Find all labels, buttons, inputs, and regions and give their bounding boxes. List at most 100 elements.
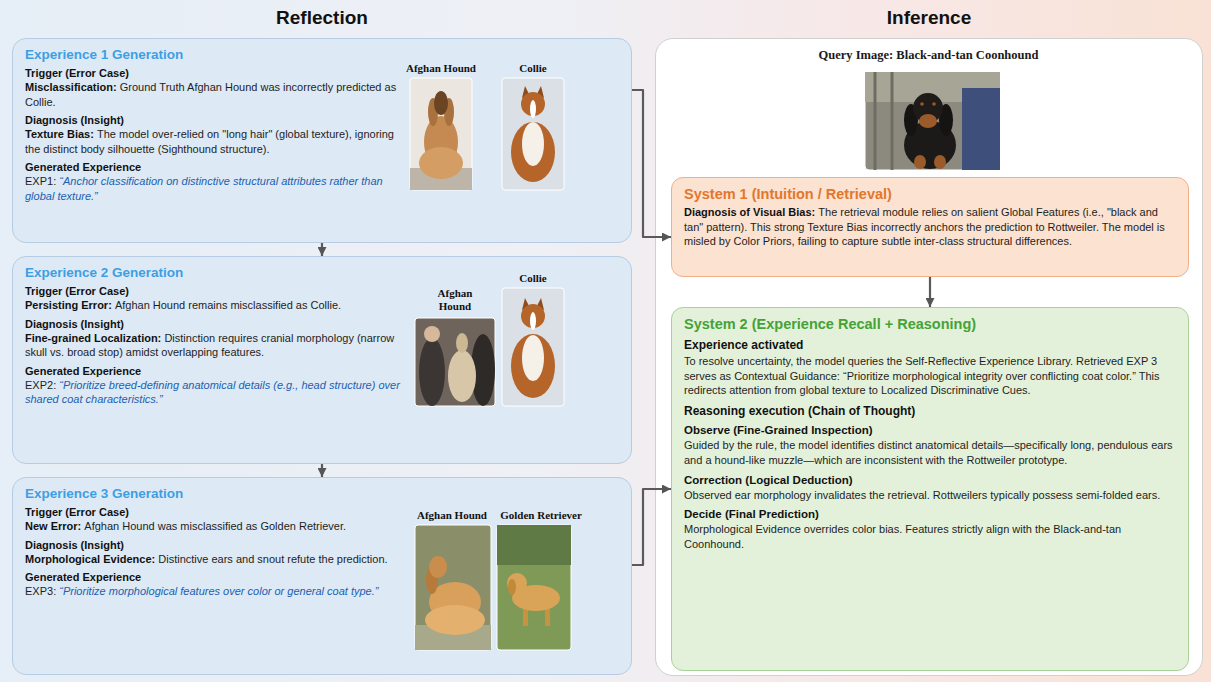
step-heading: Decide (Final Prediction) bbox=[684, 508, 1176, 520]
experience-tag: EXP3: bbox=[25, 585, 56, 597]
paragraph: New Error:Afghan Hound was misclassified… bbox=[25, 519, 409, 534]
dog-tan-patch bbox=[914, 155, 926, 169]
step-heading: Observe (Fine-Grained Inspection) bbox=[684, 424, 1176, 436]
bold-lead: Misclassification: bbox=[25, 81, 117, 93]
person bbox=[419, 338, 445, 406]
bold-lead: Morphological Evidence: bbox=[25, 553, 155, 565]
dog-tan-patch bbox=[934, 155, 946, 169]
text-column: Experience 1 GenerationTrigger (Error Ca… bbox=[25, 47, 409, 203]
dog-ear bbox=[508, 579, 516, 595]
connector-arrow bbox=[632, 90, 671, 237]
dog-head bbox=[521, 92, 545, 116]
paragraph: EXP3:“Prioritize morphological features … bbox=[25, 584, 409, 599]
dog-body bbox=[448, 350, 476, 402]
body-text: To resolve uncertainty, the model querie… bbox=[684, 354, 1176, 398]
panel-heading: System 2 (Experience Recall + Reasoning) bbox=[684, 316, 1176, 332]
dog-head bbox=[521, 304, 545, 328]
bold-lead: Fine-grained Localization: bbox=[25, 332, 161, 344]
dog-ear bbox=[522, 298, 530, 310]
connector-arrow bbox=[321, 243, 323, 256]
photo-trees bbox=[497, 525, 571, 565]
experience-rule: “Prioritize breed-defining anatomical de… bbox=[25, 379, 400, 406]
dog-head bbox=[507, 573, 527, 593]
body-text: Distinctive ears and snout refute the pr… bbox=[158, 553, 387, 565]
experience-tag: EXP1: bbox=[25, 175, 56, 187]
dog-chest bbox=[522, 122, 544, 166]
body-text: Morphological Evidence overrides color b… bbox=[684, 522, 1176, 551]
section-heading: Generated Experience bbox=[25, 365, 409, 377]
section-heading: Generated Experience bbox=[25, 161, 409, 173]
paragraph: Morphological Evidence:Distinctive ears … bbox=[25, 552, 409, 567]
text-column: System 2 (Experience Recall + Reasoning)… bbox=[684, 316, 1176, 552]
experience-panel: Experience 3 GenerationTrigger (Error Ca… bbox=[12, 477, 632, 675]
bold-lead: Diagnosis of Visual Bias: bbox=[684, 206, 815, 218]
section-heading: Trigger (Error Case) bbox=[25, 506, 409, 518]
panel-caption: Query Image: Black-and-tan Coonhound bbox=[656, 48, 1201, 63]
photo-floor bbox=[410, 168, 472, 190]
text-column: Experience 2 GenerationTrigger (Error Ca… bbox=[25, 265, 409, 407]
image-caption: Collie bbox=[498, 62, 568, 75]
body-text: Guided by the rule, the model identifies… bbox=[684, 438, 1176, 467]
image-caption: Afghan Hound bbox=[426, 287, 484, 313]
dog-ear bbox=[444, 98, 454, 126]
dog-coat bbox=[419, 147, 463, 179]
photo-fence bbox=[865, 72, 1000, 102]
dog-leg bbox=[523, 606, 528, 626]
image-caption: Afghan Hound bbox=[396, 62, 486, 75]
panel-heading: System 1 (Intuition / Retrieval) bbox=[684, 186, 1176, 202]
photo-background bbox=[502, 288, 564, 406]
paragraph: Persisting Error:Afghan Hound remains mi… bbox=[25, 298, 409, 313]
image-caption: Afghan Hound bbox=[412, 509, 492, 522]
photo-background bbox=[415, 318, 495, 406]
experience-panel: Experience 2 GenerationTrigger (Error Ca… bbox=[12, 256, 632, 464]
experience-rule: “Prioritize morphological features over … bbox=[59, 585, 378, 597]
dog-photo bbox=[415, 525, 491, 650]
person-jacket bbox=[962, 88, 1000, 170]
panel-heading: Experience 1 Generation bbox=[25, 47, 409, 62]
dog-ear bbox=[536, 86, 544, 98]
bold-lead: New Error: bbox=[25, 520, 81, 532]
dog-ear bbox=[904, 104, 918, 136]
dog-eyebrow bbox=[920, 102, 924, 106]
dog-ear bbox=[536, 298, 544, 310]
section-heading: Reasoning execution (Chain of Thought) bbox=[684, 404, 1176, 418]
dog-body bbox=[511, 122, 555, 182]
step-heading: Correction (Logical Deduction) bbox=[684, 474, 1176, 486]
paragraph: Texture Bias:The model over-relied on "l… bbox=[25, 127, 409, 156]
dog-photo bbox=[415, 318, 495, 406]
section-heading: Generated Experience bbox=[25, 571, 409, 583]
dog-head bbox=[913, 93, 943, 123]
connector-arrow bbox=[321, 464, 323, 477]
dog-photo bbox=[497, 525, 571, 650]
body-text: Afghan Hound remains misclassified as Co… bbox=[115, 299, 341, 311]
bold-lead: Persisting Error: bbox=[25, 299, 112, 311]
dog-chest bbox=[522, 335, 544, 381]
section-title: Inference bbox=[819, 7, 1039, 29]
paragraph: EXP1:“Anchor classification on distincti… bbox=[25, 174, 409, 203]
dog-ear bbox=[428, 98, 438, 126]
photo-background bbox=[502, 78, 564, 190]
dog-ear bbox=[939, 104, 953, 136]
person-head bbox=[424, 326, 440, 342]
section-heading: Diagnosis (Insight) bbox=[25, 539, 409, 551]
dog-muzzle bbox=[919, 114, 937, 128]
photo-ground bbox=[415, 625, 491, 650]
dog-photo bbox=[502, 78, 564, 190]
connector-arrow bbox=[929, 277, 931, 307]
paragraph: Diagnosis of Visual Bias:The retrieval m… bbox=[684, 205, 1176, 249]
dog-eyebrow bbox=[932, 102, 936, 106]
dog-photo bbox=[410, 78, 472, 190]
dog-body bbox=[511, 334, 555, 398]
photo-background bbox=[410, 78, 472, 190]
text-column: Query Image: Black-and-tan Coonhound bbox=[656, 48, 1201, 63]
section-heading: Trigger (Error Case) bbox=[25, 67, 409, 79]
dog-body bbox=[429, 582, 481, 622]
dog-body bbox=[904, 121, 956, 169]
panel-heading: Experience 3 Generation bbox=[25, 486, 409, 501]
experience-tag: EXP2: bbox=[25, 379, 56, 391]
section-heading: Experience activated bbox=[684, 338, 1176, 352]
bold-lead: Texture Bias: bbox=[25, 128, 94, 140]
dog-ear bbox=[522, 86, 530, 98]
text-column: Experience 3 GenerationTrigger (Error Ca… bbox=[25, 486, 409, 599]
dog-blaze bbox=[530, 100, 536, 118]
